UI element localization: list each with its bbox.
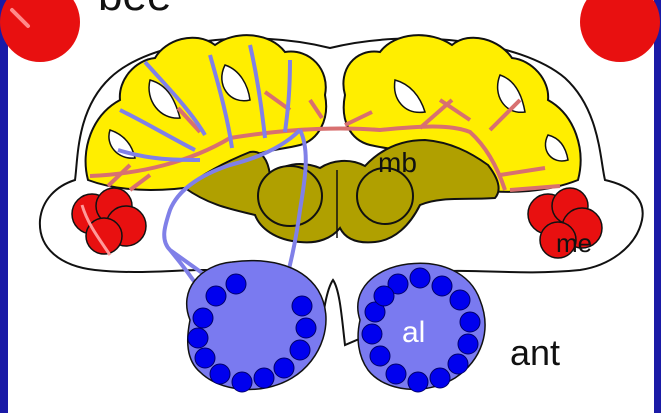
peduncle-left	[258, 166, 322, 226]
label-ant: ant	[510, 332, 560, 373]
label-al: al	[402, 316, 425, 349]
label-mb: mb	[378, 147, 417, 178]
top-partial-label: bee	[98, 0, 171, 20]
label-me: me	[556, 228, 592, 258]
